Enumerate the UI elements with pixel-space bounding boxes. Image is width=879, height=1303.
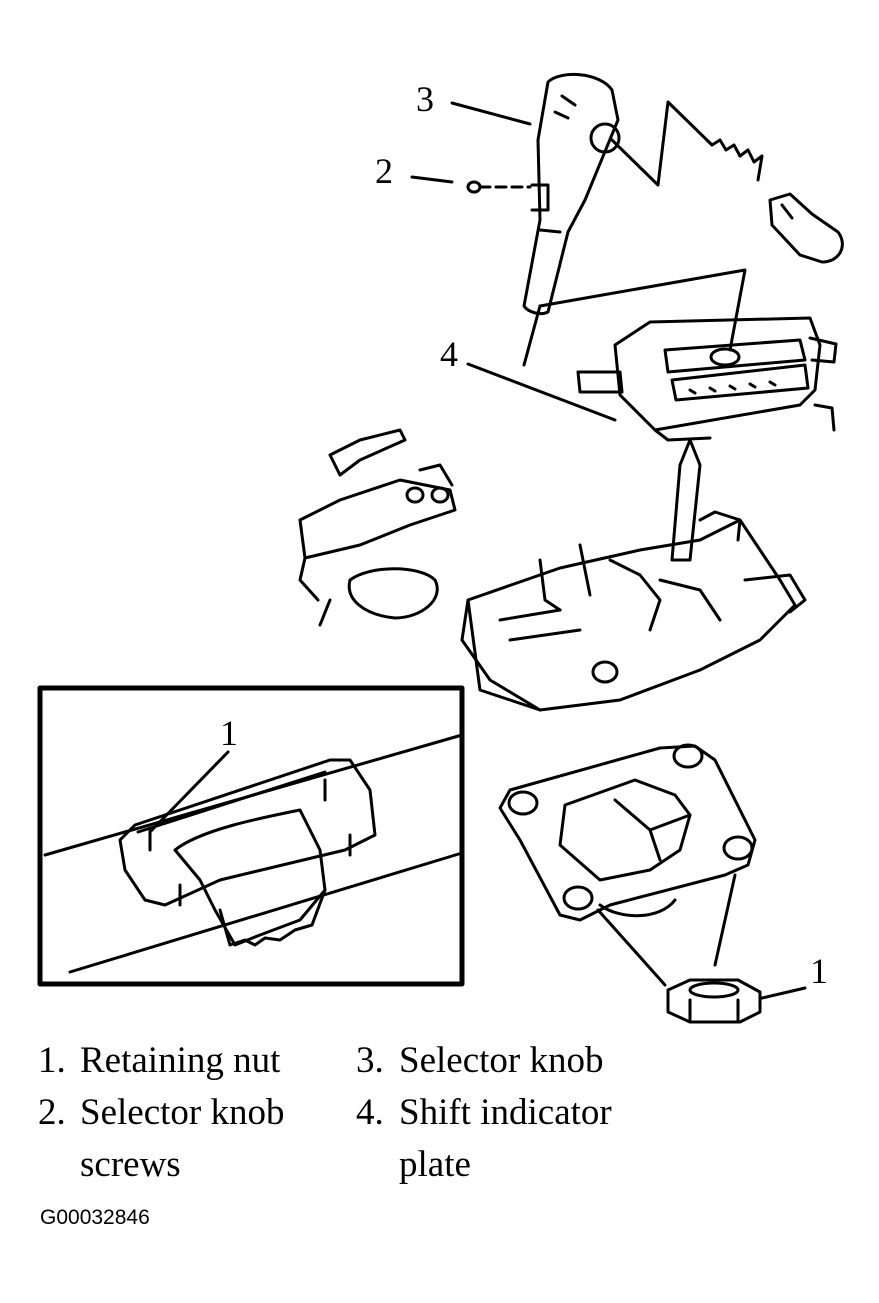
legend-label-1: Retaining nut — [80, 1040, 281, 1081]
leader-line-screw — [410, 175, 454, 184]
legend-label-4-cont: plate — [399, 1144, 471, 1185]
callout-plate: 4 — [440, 334, 458, 374]
mounting-flange — [498, 743, 757, 987]
legend-label-3: Selector knob — [399, 1040, 604, 1081]
shift-lock-solenoid — [298, 428, 457, 627]
legend-label-2-cont: screws — [80, 1144, 181, 1185]
leader-line-plate — [466, 362, 617, 422]
legend-number-2: 2. — [38, 1092, 66, 1133]
retaining-nut — [666, 978, 762, 1024]
legend-label-4: Shift indicator — [399, 1092, 612, 1133]
selector-knob — [522, 72, 621, 316]
callout-knob: 3 — [416, 79, 434, 119]
legend-label-2: Selector knob — [80, 1092, 285, 1133]
shifter-mechanism — [460, 438, 807, 712]
legend-number-3: 3. — [356, 1040, 384, 1081]
callout-inset-nut: 1 — [220, 713, 238, 753]
legend-number-1: 1. — [38, 1040, 66, 1081]
callout-screw: 2 — [375, 151, 393, 191]
shift-indicator-plate — [522, 268, 838, 442]
leader-line-nut — [760, 986, 807, 1000]
leader-line-knob — [450, 101, 532, 126]
selector-button-assembly — [610, 100, 844, 264]
figure-id: G00032846 — [40, 1206, 150, 1229]
legend-number-4: 4. — [356, 1092, 384, 1133]
detail-inset — [37, 685, 465, 987]
knob-screw — [466, 180, 532, 194]
callout-nut: 1 — [810, 951, 828, 991]
